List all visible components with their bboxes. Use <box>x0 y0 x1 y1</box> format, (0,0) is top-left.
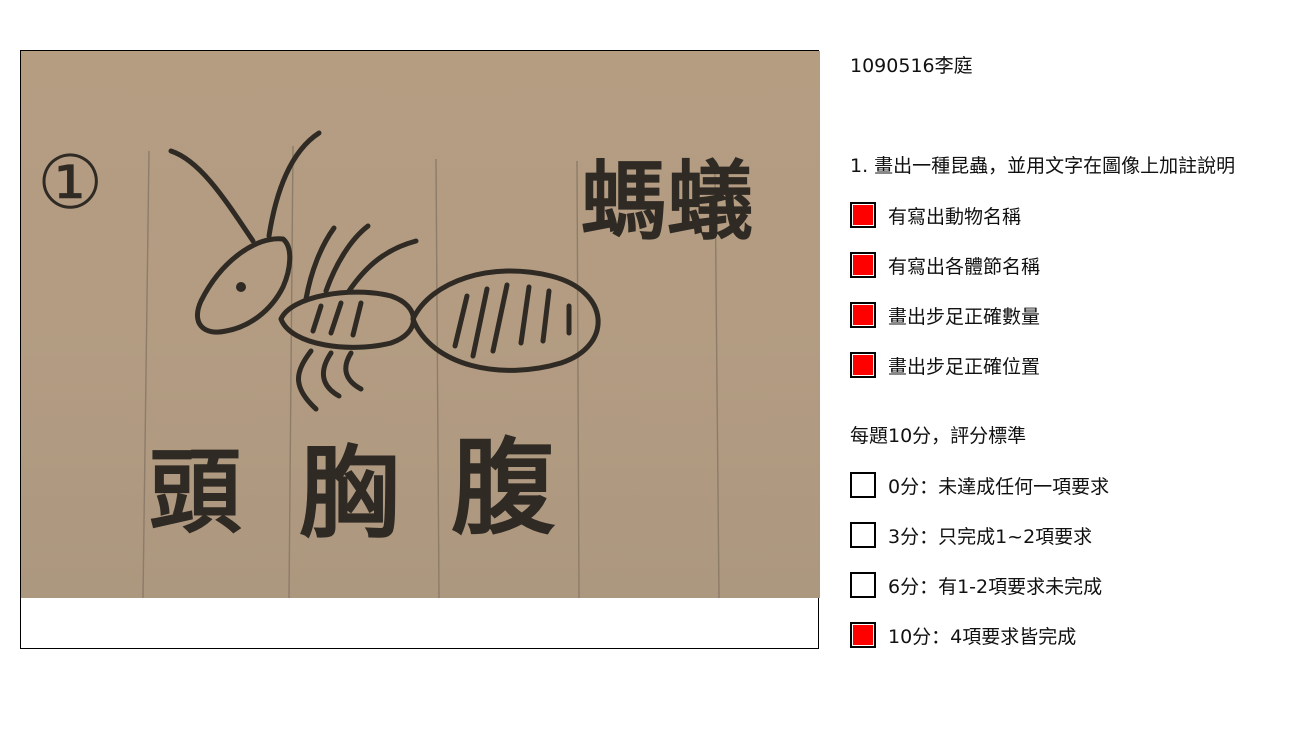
score-option[interactable]: 6分：有1-2項要求未完成 <box>850 570 1102 600</box>
question-text: 1. 畫出一種昆蟲，並用文字在圖像上加註說明 <box>850 155 1236 177</box>
criterion-label: 畫出步足正確位置 <box>888 355 1041 378</box>
score-checkbox[interactable] <box>850 572 876 598</box>
criterion-label: 有寫出各體節名稱 <box>888 255 1041 278</box>
criterion-item[interactable]: 有寫出各體節名稱 <box>850 250 1040 280</box>
criterion-item[interactable]: 畫出步足正確數量 <box>850 300 1040 330</box>
score-option[interactable]: 10分：4項要求皆完成 <box>850 620 1076 650</box>
question-number-mark: ① <box>37 140 104 226</box>
student-title: 1090516李庭 <box>850 55 973 77</box>
score-label: 0分：未達成任何一項要求 <box>888 475 1110 498</box>
ant-drawing <box>142 130 720 598</box>
criterion-label: 畫出步足正確數量 <box>888 305 1041 328</box>
label-head-handwritten: 頭 <box>149 438 242 546</box>
score-option[interactable]: 0分：未達成任何一項要求 <box>850 470 1109 500</box>
insect-name-handwritten: 螞蟻 <box>581 151 753 252</box>
criterion-item[interactable]: 有寫出動物名稱 <box>850 200 1021 230</box>
criterion-checkbox[interactable] <box>850 302 876 328</box>
criterion-label: 有寫出動物名稱 <box>888 205 1022 228</box>
score-option[interactable]: 3分：只完成1~2項要求 <box>850 520 1092 550</box>
student-drawing-photo: ① 螞蟻 頭 胸 腹 <box>21 51 820 598</box>
score-checkbox[interactable] <box>850 522 876 548</box>
criterion-item[interactable]: 畫出步足正確位置 <box>850 350 1040 380</box>
score-checkbox[interactable] <box>850 472 876 498</box>
criterion-checkbox[interactable] <box>850 202 876 228</box>
score-label: 10分：4項要求皆完成 <box>888 625 1077 648</box>
label-abdomen-handwritten: 腹 <box>451 426 556 549</box>
score-label: 6分：有1-2項要求未完成 <box>888 575 1103 598</box>
label-thorax-handwritten: 胸 <box>299 434 399 552</box>
score-label: 3分：只完成1~2項要求 <box>888 525 1093 548</box>
scoring-heading: 每題10分，評分標準 <box>850 425 1027 447</box>
criterion-checkbox[interactable] <box>850 352 876 378</box>
score-checkbox[interactable] <box>850 622 876 648</box>
student-drawing-frame: ① 螞蟻 頭 胸 腹 <box>20 50 820 649</box>
criterion-checkbox[interactable] <box>850 252 876 278</box>
